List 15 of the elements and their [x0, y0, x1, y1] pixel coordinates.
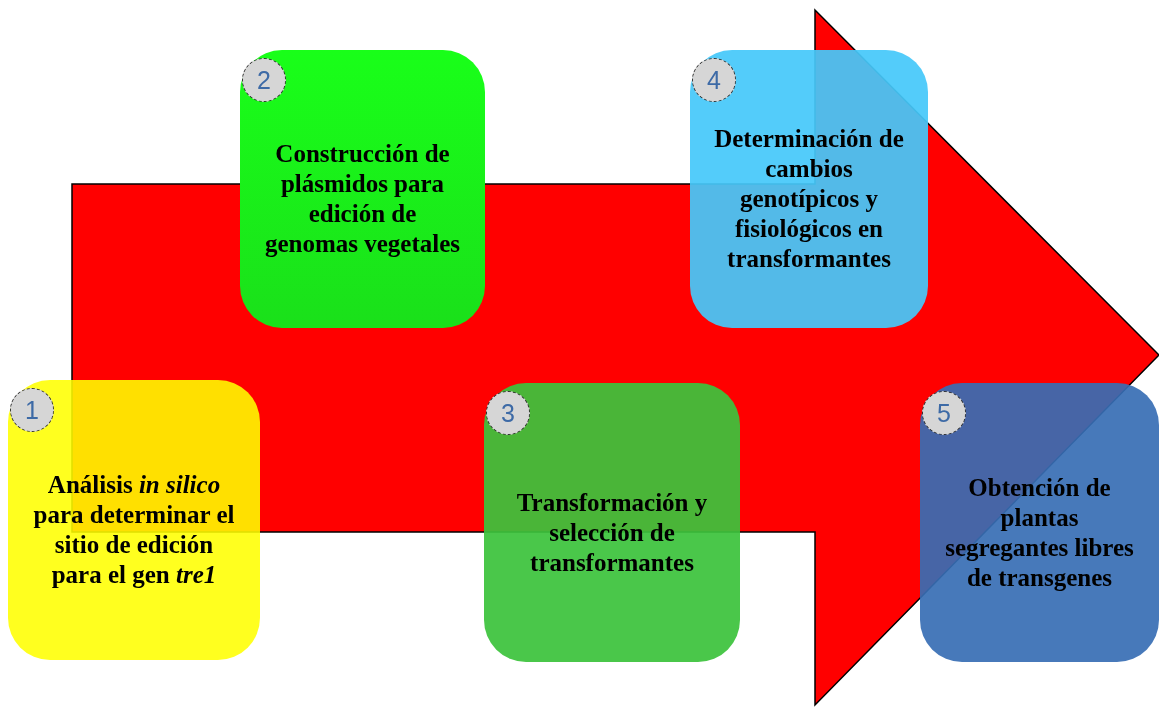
step-box — [240, 50, 485, 328]
step-number: 4 — [692, 58, 736, 102]
step-box — [8, 380, 260, 660]
step-box — [920, 383, 1159, 662]
step-box — [690, 50, 928, 328]
step-text: Análisis in silico para determinar el sitio de edición para el gen tre1 — [32, 470, 236, 590]
step-box — [484, 383, 740, 662]
step-number: 5 — [922, 391, 966, 435]
step-text: Construcción de plásmidos para edición de genomas vegetales — [264, 139, 461, 259]
step-text: Obtención de plantas segregantes libres de transgenes — [944, 472, 1135, 593]
step-text: Determinación de cambios genotípicos y fisiológicos en transformantes — [714, 124, 904, 274]
step-text: Transformación y selección de transformantes — [515, 487, 709, 578]
step-number: 2 — [242, 58, 286, 102]
step-number: 3 — [486, 391, 530, 435]
step-number: 1 — [10, 388, 54, 432]
